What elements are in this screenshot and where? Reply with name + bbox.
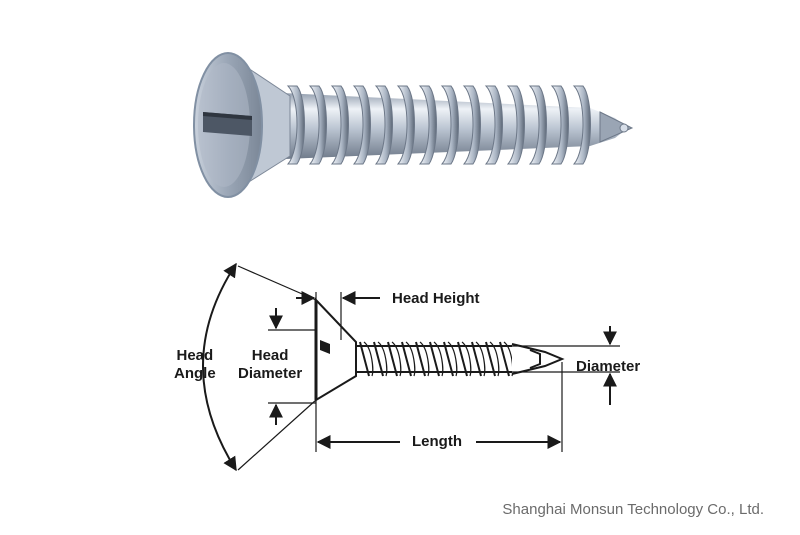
- thread-curve: [447, 341, 458, 377]
- thread-crest: [506, 85, 525, 165]
- head-angle-label-line1: Head: [176, 347, 214, 364]
- head-diameter-label-line1: Head: [251, 347, 289, 364]
- thread-line: [443, 341, 454, 377]
- screw-photo: [193, 52, 634, 198]
- head-diameter-label-line2: Diameter: [238, 365, 303, 382]
- thread-crest: [374, 85, 393, 165]
- thread-curve: [363, 341, 374, 377]
- thread-line: [359, 341, 370, 377]
- thread-crest: [550, 85, 569, 165]
- thread-crest: [572, 85, 591, 165]
- thread-line: [373, 341, 384, 377]
- thread-crest: [286, 85, 305, 165]
- thread-crest: [352, 85, 371, 165]
- screw-photo-threads: [286, 85, 591, 165]
- thread-line: [429, 341, 440, 377]
- diameter-dimension: [512, 326, 620, 405]
- thread-crest: [396, 85, 415, 165]
- thread-curve: [377, 341, 388, 377]
- thread-line: [401, 341, 412, 377]
- thread-curve: [419, 341, 430, 377]
- company-watermark: Shanghai Monsun Technology Co., Ltd.: [502, 501, 764, 518]
- thread-crest: [528, 85, 547, 165]
- thread-curve: [489, 341, 500, 377]
- thread-curve: [391, 341, 402, 377]
- thread-crest: [440, 85, 459, 165]
- screw-line-drawing: [314, 297, 565, 402]
- diameter-label: Diameter: [576, 358, 641, 375]
- head-angle-label: Head Angle: [174, 347, 216, 383]
- thread-crest: [462, 85, 481, 165]
- head-diameter-dimension: [268, 308, 316, 425]
- thread-line: [387, 341, 398, 377]
- thread-line: [415, 341, 426, 377]
- thread-curve: [475, 341, 486, 377]
- head-angle-label-line2: Angle: [174, 365, 216, 382]
- head-height-dimension: [296, 291, 380, 340]
- thread-curve: [461, 341, 472, 377]
- thread-line: [457, 341, 468, 377]
- thread-curve: [405, 341, 416, 377]
- length-label: Length: [412, 433, 462, 450]
- thread-line: [485, 341, 496, 377]
- thread-crest: [330, 85, 349, 165]
- thread-crest: [418, 85, 437, 165]
- length-dimension: [315, 362, 563, 452]
- thread-crest: [484, 85, 503, 165]
- head-height-label: Head Height: [392, 290, 480, 307]
- thread-line: [499, 341, 510, 377]
- thread-line: [471, 341, 482, 377]
- head-diameter-label: Head Diameter: [238, 347, 302, 383]
- thread-crest: [308, 85, 327, 165]
- thread-curve: [433, 341, 444, 377]
- screw-line-threads: [359, 341, 514, 377]
